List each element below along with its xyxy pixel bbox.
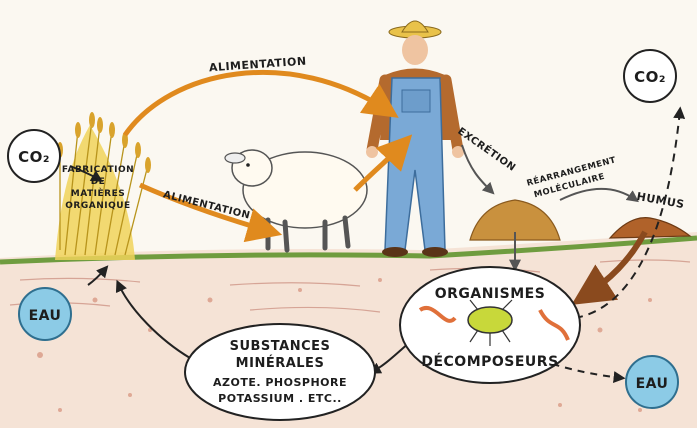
- decomposers-bubble: ORGANISMES DÉCOMPOSEURS: [400, 267, 580, 383]
- eau-left-badge: EAU: [19, 288, 71, 340]
- eau-right-badge: EAU: [626, 356, 678, 408]
- fabrication-line1: FABRICATION: [62, 165, 134, 175]
- co2-right-label: CO₂: [634, 68, 666, 86]
- sheep: [225, 150, 367, 250]
- alimentation-bottom-label: ALIMENTATION: [162, 189, 251, 221]
- decomposeurs-label: DÉCOMPOSEURS: [421, 353, 558, 370]
- fabrication-line2: DE: [91, 177, 106, 187]
- excretion-label: EXCRÉTION: [455, 124, 518, 174]
- eau-right-label: EAU: [636, 376, 669, 392]
- humus-label: HUMUS: [636, 190, 686, 211]
- fabrication-line3: MATIÈRES: [71, 187, 125, 199]
- mineral-substances-bubble: SUBSTANCES MINÉRALES AZOTE. PHOSPHORE PO…: [185, 324, 375, 420]
- fabrication-line4: ORGANIQUE: [65, 201, 130, 211]
- co2-left-label: CO₂: [18, 148, 50, 166]
- beetle-icon: [468, 307, 512, 333]
- eau-left-label: EAU: [29, 308, 62, 324]
- substances-line4: POTASSIUM . ETC..: [218, 392, 342, 405]
- farmer: [366, 21, 464, 257]
- substances-line2: MINÉRALES: [236, 355, 325, 371]
- substances-line1: SUBSTANCES: [230, 339, 331, 354]
- co2-left-badge: CO₂: [8, 130, 60, 182]
- organismes-label: ORGANISMES: [435, 286, 546, 302]
- humus-mound: [610, 218, 690, 238]
- arrow-wheat-to-farmer: [125, 72, 390, 135]
- co2-right-badge: CO₂: [624, 50, 676, 102]
- substances-line3: AZOTE. PHOSPHORE: [213, 376, 347, 389]
